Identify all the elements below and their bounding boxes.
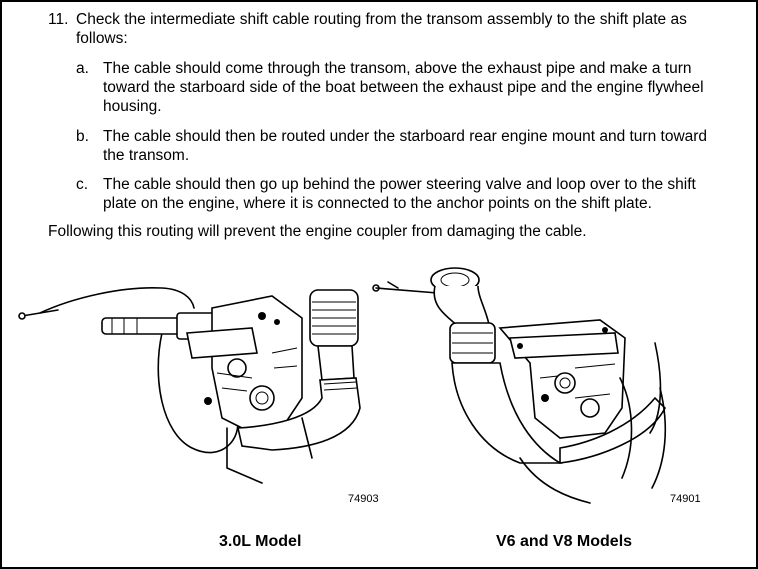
figure-number-1: 74903 [348,493,379,505]
substep-letter-b: b. [76,128,89,145]
figure-number-2: 74901 [670,493,701,505]
step-text: Check the intermediate shift cable routi… [76,11,687,47]
engine-illustration-v6-v8 [372,267,667,504]
step-number: 11. [48,11,69,28]
figure-caption-1: 3.0L Model [219,533,302,550]
engine-illustration-3-0l [18,286,361,484]
substep-text-b: The cable should then be routed under th… [103,128,708,164]
substep-letter-a: a. [76,60,89,77]
routing-note: Following this routing will prevent the … [48,223,587,240]
substep-letter-c: c. [76,176,89,193]
substep-text-c: The cable should then go up behind the p… [103,176,696,212]
figure-caption-2: V6 and V8 Models [496,533,633,550]
substep-text-a: The cable should come through the transo… [103,60,704,115]
